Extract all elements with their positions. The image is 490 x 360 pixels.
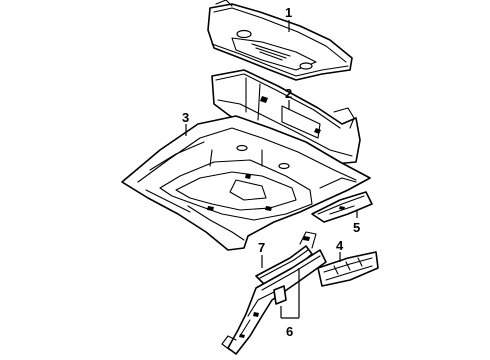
callout-labels: 1 2 3 4 5 6 7: [182, 5, 360, 339]
part-5-cross-member: [311, 191, 373, 223]
part-1-package-tray: [207, 0, 353, 81]
callout-5: 5: [353, 220, 360, 235]
part-3-floor-pan: [121, 115, 371, 251]
part-6-frame-rail: [221, 249, 327, 355]
leader-lines: [185, 20, 358, 319]
callout-6: 6: [286, 324, 293, 339]
callout-7: 7: [258, 240, 265, 255]
callout-2: 2: [285, 86, 292, 101]
part-4-support-plate: [317, 251, 379, 287]
callout-3: 3: [182, 110, 189, 125]
callout-1: 1: [285, 5, 292, 20]
callout-4: 4: [336, 238, 344, 253]
